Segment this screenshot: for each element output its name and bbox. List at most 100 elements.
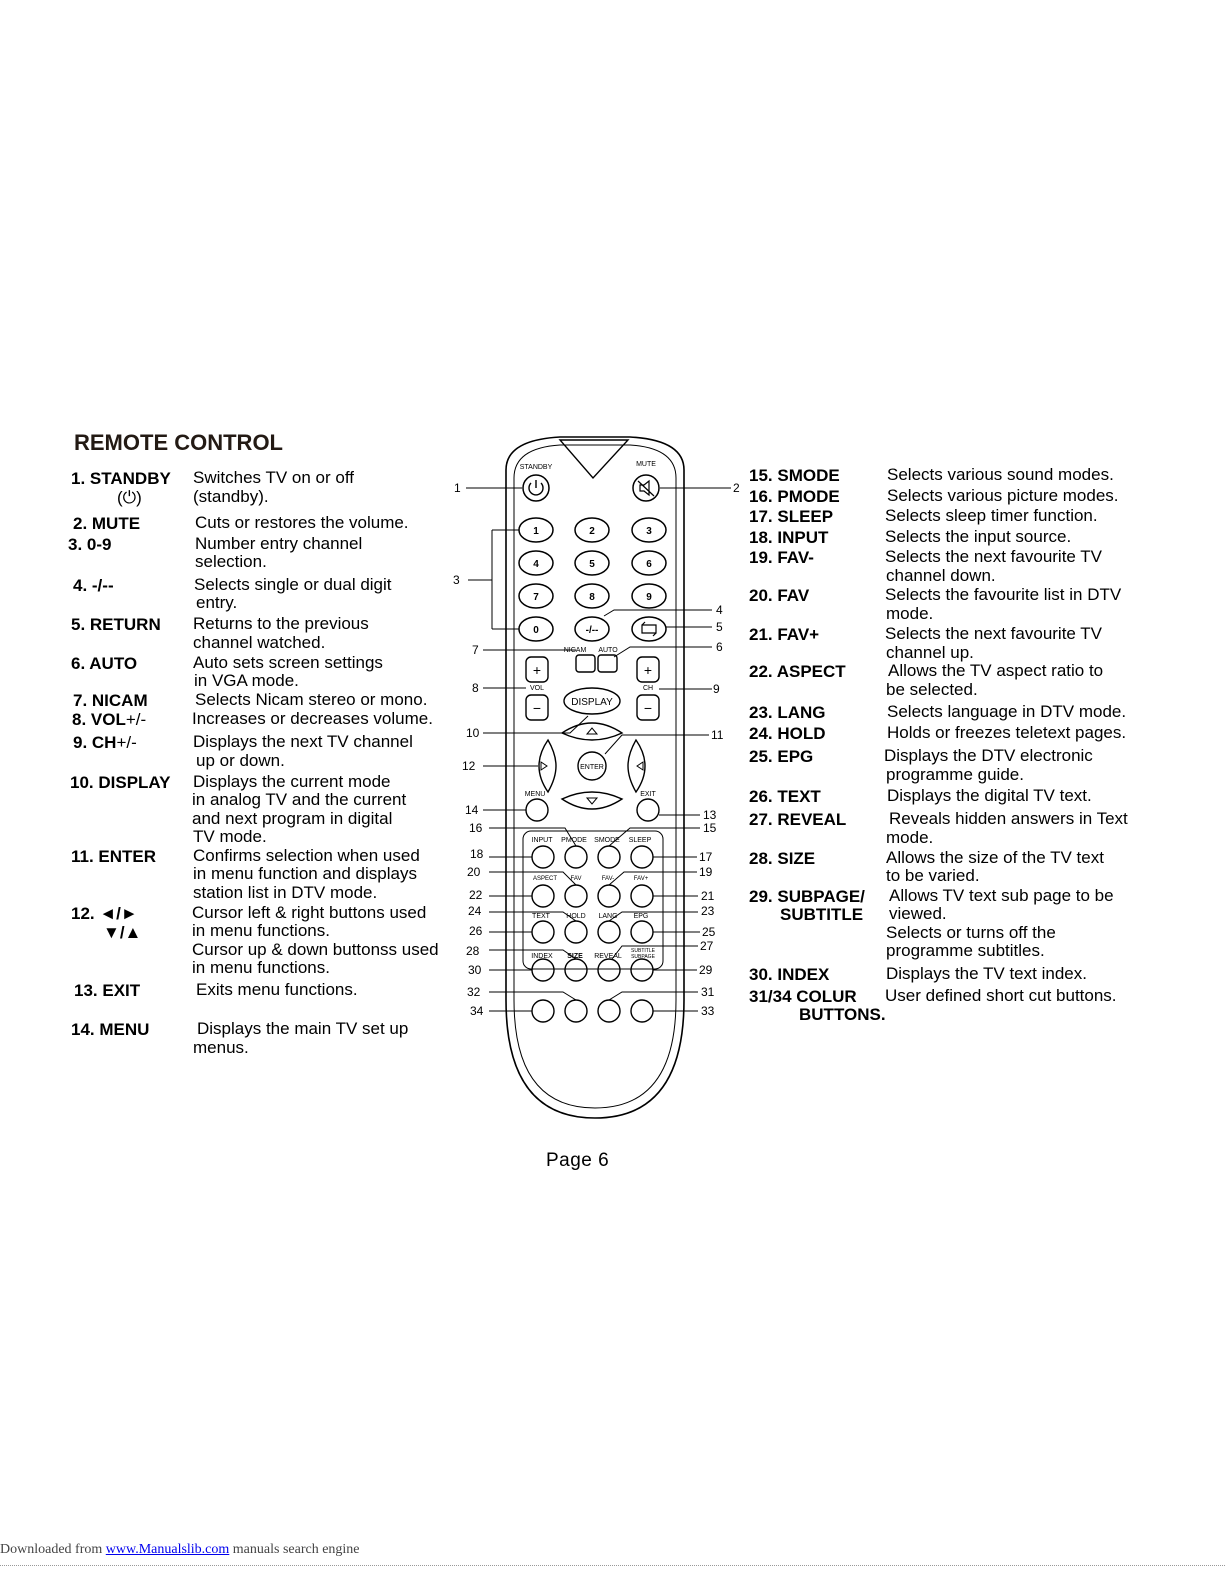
desc-enter-3: station list in DTV mode.	[193, 883, 378, 902]
digit-7-label: 7	[533, 592, 539, 603]
callout-25: 25	[702, 925, 716, 939]
key-sleep: 17. SLEEP	[749, 507, 834, 526]
index-button	[531, 958, 555, 982]
desc-cursor-4: in menu functions.	[192, 958, 330, 977]
key-display: 10. DISPLAY	[70, 773, 171, 792]
key-fav-plus: 21. FAV+	[749, 625, 820, 644]
desc-display-4: TV mode.	[193, 827, 267, 846]
ch-plus-button	[636, 656, 660, 683]
callout-16: 16	[469, 821, 483, 835]
return-icon	[641, 621, 657, 637]
exit-button	[636, 798, 660, 822]
callout-29: 29	[699, 963, 713, 977]
desc-display-2: in analog TV and the current	[192, 790, 407, 809]
digit-6-label: 6	[646, 559, 652, 570]
key-input: 18. INPUT	[749, 528, 829, 547]
ir-window	[558, 439, 630, 480]
ch-plus-label: +	[644, 662, 652, 678]
epg-button	[630, 920, 654, 944]
page-title: REMOTE CONTROL	[74, 430, 283, 455]
desc-index-1: Displays the TV text index.	[886, 964, 1087, 983]
desc-standby-1: Switches TV on or off	[193, 468, 354, 487]
input-label: INPUT	[532, 837, 554, 844]
desc-cursor-3: Cursor up & down buttonss used	[192, 940, 439, 959]
vol-label: VOL	[530, 685, 544, 692]
size-label: SIZE	[567, 953, 583, 960]
callout-21: 21	[701, 889, 715, 903]
menu-label: MENU	[525, 791, 546, 798]
desc-ch-1: Displays the next TV channel	[193, 732, 413, 751]
index-label: INDEX	[531, 953, 553, 960]
desc-size-1: Allows the size of the TV text	[886, 848, 1104, 867]
dash-button	[574, 616, 610, 642]
desc-enter-2: in menu function and displays	[193, 864, 417, 883]
key-reveal: 27. REVEAL	[749, 810, 847, 829]
ch-minus-button	[636, 694, 660, 721]
callout-33: 33	[701, 1004, 715, 1018]
desc-standby-2: (standby).	[193, 487, 269, 506]
desc-vol-1: Increases or decreases volume.	[192, 709, 433, 728]
desc-cursor-1: Cursor left & right buttons used	[192, 903, 427, 922]
desc-subpage-2: viewed.	[889, 904, 947, 923]
mute-button	[632, 474, 660, 502]
desc-nicam-1: Selects Nicam stereo or mono.	[195, 690, 428, 709]
key-vol-suffix: +/-	[125, 710, 147, 729]
remote-body-inner	[513, 444, 677, 1109]
callout-17: 17	[699, 850, 713, 864]
callout-13: 13	[703, 808, 717, 822]
desc-lang-1: Selects language in DTV mode.	[887, 702, 1127, 721]
desc-size-2: to be varied.	[886, 866, 980, 885]
desc-cursor-2: in menu functions.	[192, 921, 330, 940]
vol-plus-button	[525, 656, 549, 683]
hold-button	[564, 920, 588, 944]
down-arrow-icon	[585, 797, 599, 805]
subtitle-label: SUBTITLE	[631, 948, 656, 954]
callout-18: 18	[470, 847, 484, 861]
key-menu: 14. MENU	[71, 1020, 150, 1039]
subpage-label: SUBPAGE	[631, 954, 655, 960]
desc-digits-1: Number entry channel	[195, 534, 363, 553]
footer-prefix: Downloaded from	[0, 1542, 106, 1557]
dash-label: -/--	[586, 625, 599, 636]
desc-fav-1: Selects the favourite list in DTV	[885, 585, 1122, 604]
desc-aspect-1: Allows the TV aspect ratio to	[888, 661, 1104, 680]
lang-button	[597, 920, 621, 944]
ch-label: CH	[643, 685, 653, 692]
key-dash: 4. -/--	[73, 576, 114, 595]
callout-20: 20	[467, 865, 481, 879]
desc-pmode-1: Selects various picture modes.	[887, 486, 1119, 505]
desc-hold-1: Holds or freezes teletext pages.	[887, 723, 1127, 742]
callout-32: 32	[467, 985, 481, 999]
desc-epg-2: programme guide.	[886, 765, 1024, 784]
key-digits: 3. 0-9	[68, 535, 112, 554]
key-standby-icon: (⏻)	[117, 488, 142, 507]
callout-numbers: 1 2 3 4 5 6 7 8 9 10 11 12 13 14 15 16 1…	[453, 481, 740, 1018]
desc-epg-1: Displays the DTV electronic	[884, 746, 1093, 765]
digit-0-label: 0	[533, 625, 539, 636]
right-arrow-icon	[636, 761, 644, 771]
display-button	[563, 687, 621, 715]
input-button	[531, 845, 555, 869]
callout-30: 30	[468, 963, 482, 977]
desc-auto-1: Auto sets screen settings	[193, 653, 383, 672]
remote-body-outline	[505, 436, 685, 1119]
callout-26: 26	[469, 924, 483, 938]
footer-divider	[0, 1565, 1225, 1566]
digit-6	[631, 550, 667, 576]
desc-fav-plus-2: channel up.	[886, 643, 974, 662]
colour-button-1	[531, 999, 555, 1023]
digit-9	[631, 583, 667, 609]
power-icon	[528, 480, 544, 496]
callout-2: 2	[733, 481, 740, 495]
smode-button	[597, 845, 621, 869]
sleep-button	[630, 845, 654, 869]
desc-mute-1: Cuts or restores the volume.	[195, 513, 409, 532]
key-vol-label: 8. VOL	[72, 710, 126, 729]
manualslib-link[interactable]: www.Manualslib.com	[105, 1542, 230, 1557]
left-arrow-icon	[540, 761, 548, 771]
callout-6: 6	[716, 640, 723, 654]
key-fav: 20. FAV	[749, 586, 810, 605]
callout-19: 19	[699, 865, 713, 879]
desc-dash-2: entry.	[196, 593, 238, 612]
desc-sleep-1: Selects sleep timer function.	[885, 506, 1098, 525]
